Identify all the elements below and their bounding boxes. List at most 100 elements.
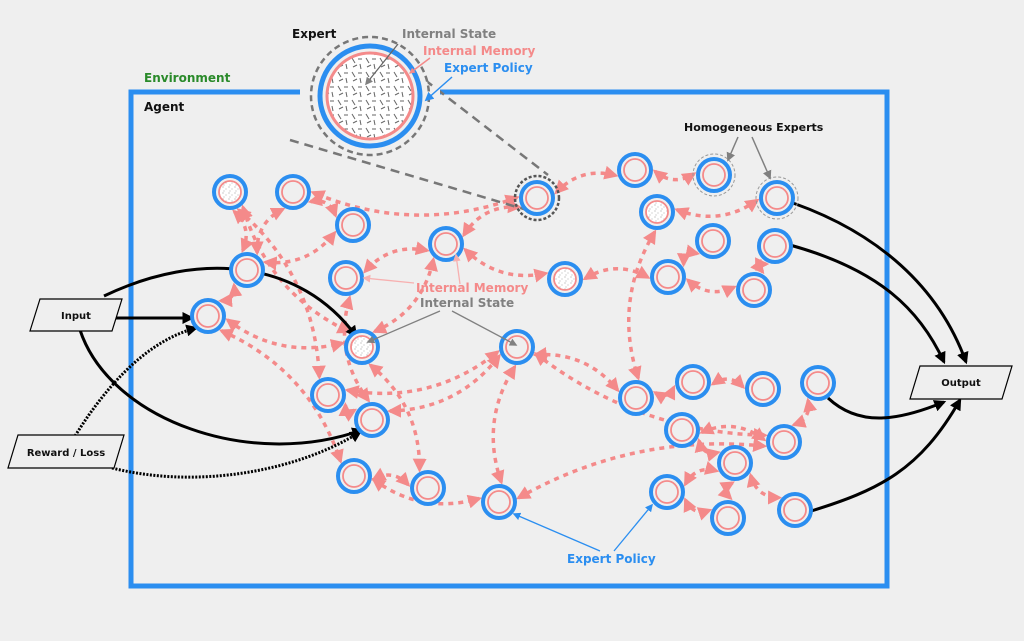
expert-node[interactable]: [513, 174, 561, 222]
connection-edge: [582, 265, 651, 281]
expert-node[interactable]: [692, 153, 736, 197]
experts: [190, 152, 836, 536]
connection-edge: [218, 328, 344, 464]
internal-memory-label-mid: Internal Memory: [416, 281, 528, 295]
connection-edge: [307, 192, 339, 218]
internal-memory-ring: [681, 370, 705, 394]
internal-memory-ring: [655, 480, 679, 504]
connection-edge: [674, 198, 760, 221]
expert-node[interactable]: [335, 207, 371, 243]
connection-edge: [462, 199, 522, 238]
internal-memory-ring: [751, 377, 775, 401]
connection-edge: [372, 256, 438, 334]
connection-edge: [239, 204, 352, 334]
expert-node[interactable]: [717, 445, 753, 481]
internal-memory-ring: [281, 180, 305, 204]
expert-node[interactable]: [547, 261, 583, 297]
internal-state-label-top: Internal State: [402, 27, 496, 41]
internal-memory-ring: [505, 335, 529, 359]
connection-edge: [626, 229, 657, 381]
expert-node[interactable]: [675, 364, 711, 400]
connection-edge: [371, 467, 411, 487]
homogeneous-ring: [755, 176, 799, 220]
io-arrows: [78, 196, 969, 514]
reward-loss-label: Reward / Loss: [27, 448, 105, 459]
expert-node[interactable]: [499, 329, 535, 365]
expert-node[interactable]: [310, 377, 346, 413]
connection-edge: [338, 402, 358, 422]
expert-node[interactable]: [757, 228, 793, 264]
reward-loss-box[interactable]: Reward / Loss: [7, 434, 125, 469]
homogeneous-experts-label: Homogeneous Experts: [684, 121, 824, 134]
internal-memory-ring: [670, 418, 694, 442]
expert-node[interactable]: [650, 259, 686, 295]
connection-edge: [699, 421, 767, 442]
connection-edge: [683, 461, 720, 487]
expert-node[interactable]: [618, 380, 654, 416]
expert-node[interactable]: [275, 174, 311, 210]
connection-edge: [368, 363, 427, 473]
connection-edge: [554, 165, 619, 195]
connection-edge: [310, 190, 520, 217]
internal-memory-ring: [416, 476, 440, 500]
connection-edge: [516, 438, 768, 500]
internal-state-core: [218, 180, 242, 204]
expert-node[interactable]: [710, 500, 746, 536]
expert-node[interactable]: [695, 223, 731, 259]
internal-memory-ring: [701, 229, 725, 253]
expert-node[interactable]: [354, 402, 390, 438]
expert-node[interactable]: [745, 371, 781, 407]
internal-memory-ring: [656, 265, 680, 289]
connection-edge: [218, 282, 243, 308]
expert-node[interactable]: [800, 365, 836, 401]
environment-label: Environment: [144, 71, 231, 85]
expert-node[interactable]: [664, 412, 700, 448]
connection-edge: [532, 347, 620, 393]
internal-memory-ring: [772, 430, 796, 454]
expert-node[interactable]: [410, 470, 446, 506]
expert-node[interactable]: [639, 194, 675, 230]
expert-node[interactable]: [617, 152, 653, 188]
expert-node[interactable]: [328, 260, 364, 296]
expert-node[interactable]: [229, 252, 265, 288]
internal-memory-ring: [342, 464, 366, 488]
internal-memory-ring: [316, 383, 340, 407]
internal-state-core: [645, 200, 669, 224]
homogeneous-ring: [692, 153, 736, 197]
connection-edge: [710, 371, 746, 390]
input-box[interactable]: Input: [29, 298, 123, 332]
internal-memory-ring: [716, 506, 740, 530]
internal-memory-ring: [525, 186, 549, 210]
internal-memory-ring: [806, 371, 830, 395]
expert-node[interactable]: [649, 474, 685, 510]
connection-edge: [652, 384, 676, 405]
agent-label: Agent: [144, 100, 185, 114]
internal-memory-ring: [360, 408, 384, 432]
connection-edge: [232, 209, 254, 254]
expert-node[interactable]: [336, 458, 372, 494]
expert-node[interactable]: [736, 272, 772, 308]
internal-memory-ring: [723, 451, 747, 475]
internal-memory-ring: [341, 213, 365, 237]
highlight-ring: [513, 174, 561, 222]
connection-edge: [371, 477, 483, 509]
output-box[interactable]: Output: [909, 365, 1013, 400]
internal-memory-ring: [235, 258, 259, 282]
zoom-line: [424, 79, 549, 176]
expert-node[interactable]: [212, 174, 248, 210]
expert-node[interactable]: [777, 492, 813, 528]
connections: [218, 165, 818, 521]
output-label: Output: [941, 378, 981, 389]
expert-node[interactable]: [766, 424, 802, 460]
expert-node[interactable]: [344, 329, 380, 365]
internal-memory-ring: [624, 386, 648, 410]
expert-node[interactable]: [190, 298, 226, 334]
connection-edge: [717, 481, 735, 501]
expert-node[interactable]: [481, 484, 517, 520]
internal-memory-ring: [434, 232, 458, 256]
expert-node[interactable]: [755, 176, 799, 220]
internal-state-core: [350, 335, 374, 359]
expert-policy-label-bottom: Expert Policy: [567, 552, 656, 566]
expert-node[interactable]: [428, 226, 464, 262]
connection-edge: [791, 397, 818, 428]
